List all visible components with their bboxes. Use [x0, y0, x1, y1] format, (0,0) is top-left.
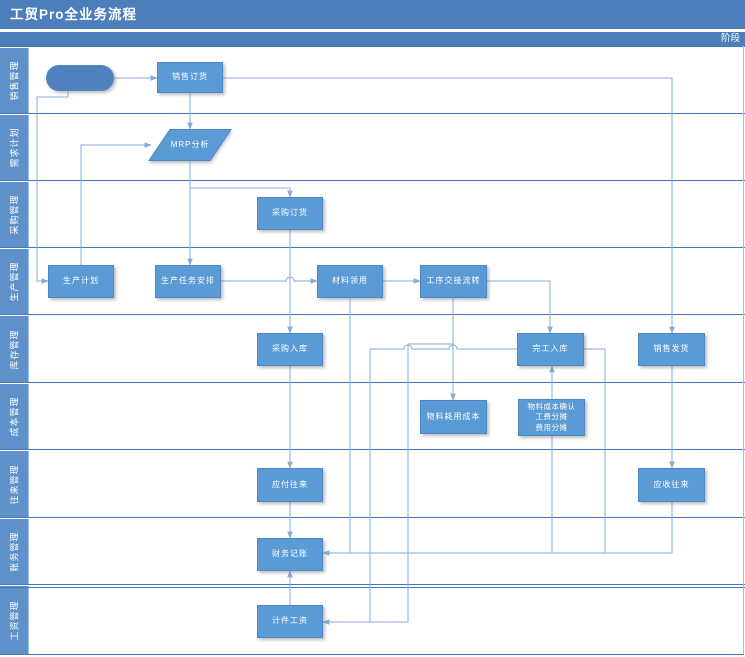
edge-finish-in-bookkeeping: [584, 348, 606, 553]
node-label-cost-confirm: 物料成本确认 工费分摊 费用分摊: [527, 402, 576, 432]
lane-production-mgmt: 生产管理: [0, 247, 745, 314]
node-sales-order[interactable]: 销售订货: [157, 62, 223, 93]
lane-label-transaction-mgmt: 往来管理: [0, 451, 29, 517]
node-cost-confirm[interactable]: 物料成本确认 工费分摊 费用分摊: [518, 399, 585, 436]
lane-transaction-mgmt: 往来管理: [0, 449, 745, 517]
node-label-receivable: 应收往来: [653, 479, 690, 489]
node-prod-task[interactable]: 生产任务安排: [155, 265, 221, 298]
node-process-flow[interactable]: 工序交接流转: [420, 265, 487, 298]
node-label-mrp: MRP分析: [170, 139, 210, 149]
lane-label-cost-mgmt: 成本管理: [0, 384, 29, 449]
lane-label-demand-plan: 需求计划: [0, 115, 29, 180]
lane-cost-mgmt: 成本管理: [0, 382, 745, 449]
node-label-sales-order: 销售订货: [172, 72, 208, 82]
lane-label-inventory-mgmt: 库存管理: [0, 316, 29, 382]
node-label-purchase-in: 采购入库: [272, 344, 308, 354]
edge-start-prod-plan: [36, 91, 69, 284]
node-label-finish-in: 完工入库: [532, 344, 569, 354]
node-piece-wage[interactable]: 计件工资: [257, 605, 323, 638]
edge-mrp-purchase-order: [189, 161, 293, 198]
lane-label-production-mgmt: 生产管理: [0, 249, 29, 314]
edge-receivable-bookkeeping: [322, 502, 673, 556]
node-prod-plan[interactable]: 生产计划: [48, 265, 114, 298]
node-purchase-in[interactable]: 采购入库: [257, 333, 323, 366]
node-label-sales-ship: 销售发货: [653, 344, 690, 354]
lane-purchase-mgmt: 采购管理: [0, 180, 745, 247]
edge-finish-in-piece-wage: [369, 344, 517, 622]
lane-label-accounting-mgmt: 账务管理: [0, 519, 29, 584]
node-start[interactable]: [46, 65, 114, 91]
lane-label-sales-mgmt: 销售管理: [0, 48, 29, 113]
edge-sales-order-sales-ship: [223, 77, 675, 334]
node-label-piece-wage: 计件工资: [272, 616, 308, 626]
lane-demand-plan: 需求计划: [0, 113, 745, 180]
node-label-prod-plan: 生产计划: [63, 276, 99, 286]
lane-label-payroll-mgmt: 工资管理: [0, 586, 29, 655]
phase-header: 阶段: [0, 32, 745, 46]
node-label-prod-task: 生产任务安排: [161, 276, 215, 286]
node-payable[interactable]: 应付往来: [257, 468, 323, 502]
edge-process-flow-finish-in: [487, 280, 553, 334]
node-material-cost[interactable]: 物料耗用成本: [420, 400, 487, 434]
edge-process-flow-piece-wage: [322, 343, 453, 625]
node-label-material-cost: 物料耗用成本: [426, 411, 481, 421]
node-material-use[interactable]: 材料领用: [317, 265, 383, 298]
edge-prod-task-material-use: [221, 276, 318, 284]
node-label-purchase-order: 采购订货: [272, 208, 308, 218]
edge-prod-plan-mrp: [80, 142, 152, 265]
node-receivable[interactable]: 应收往来: [638, 468, 705, 502]
node-label-bookkeeping: 财务记账: [272, 549, 308, 559]
node-label-material-use: 材料领用: [332, 276, 368, 286]
node-bookkeeping[interactable]: 财务记账: [257, 538, 323, 571]
node-label-payable: 应付往来: [272, 479, 308, 489]
lane-payroll-mgmt: 工资管理: [0, 584, 745, 655]
lane-inventory-mgmt: 库存管理: [0, 314, 745, 382]
lane-accounting-mgmt: 账务管理: [0, 517, 745, 584]
lane-sales-mgmt: 销售管理: [0, 46, 745, 113]
node-finish-in[interactable]: 完工入库: [517, 333, 584, 366]
node-label-process-flow: 工序交接流转: [426, 276, 481, 286]
node-sales-ship[interactable]: 销售发货: [638, 333, 705, 366]
page-title: 工贸Pro全业务流程: [0, 0, 745, 29]
node-purchase-order[interactable]: 采购订货: [257, 197, 323, 230]
lane-label-purchase-mgmt: 采购管理: [0, 182, 29, 247]
